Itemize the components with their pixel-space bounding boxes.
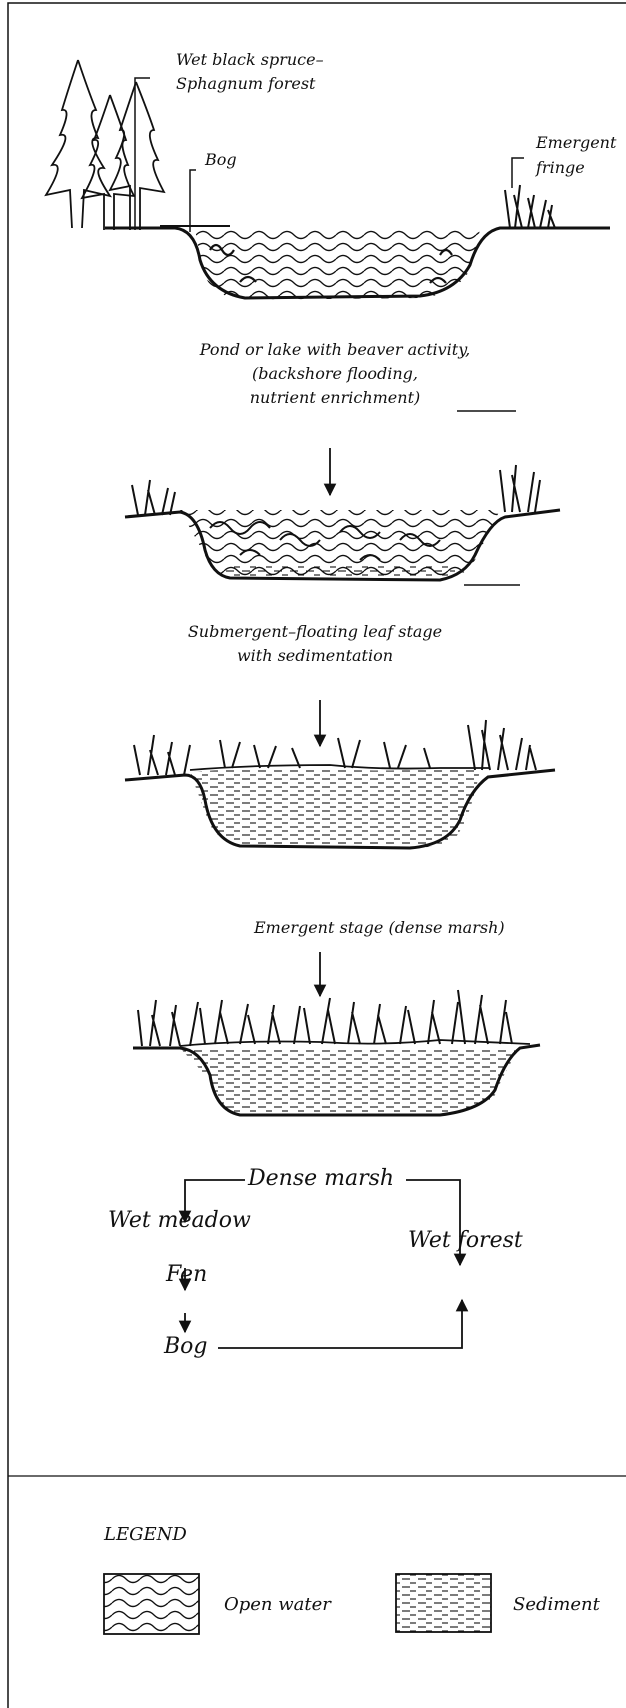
legend-title: LEGEND xyxy=(104,1524,187,1545)
emergent-fringe xyxy=(505,185,555,228)
flow-fen: Fen xyxy=(166,1262,207,1287)
stage3-basin xyxy=(125,720,555,848)
flow-connectors xyxy=(185,1180,462,1348)
flow-bog: Bog xyxy=(164,1334,208,1359)
spruce-trees xyxy=(46,60,164,230)
stage1-caption: Pond or lake with beaver activity, (back… xyxy=(150,338,520,410)
flow-dense-marsh: Dense marsh xyxy=(248,1166,394,1191)
stage1-basin xyxy=(105,226,610,300)
fringe-label: Emergent fringe xyxy=(536,130,616,180)
stage3-caption: Emergent stage (dense marsh) xyxy=(254,918,505,937)
legend-open-water-label: Open water xyxy=(224,1594,331,1615)
legend-sediment-swatch xyxy=(396,1574,491,1632)
forest-label: Wet black spruce– Sphagnum forest xyxy=(176,48,324,96)
stage2-caption: Submergent–floating leaf stage with sedi… xyxy=(150,620,480,668)
legend-sediment-label: Sediment xyxy=(513,1594,600,1615)
stage4-basin xyxy=(133,990,540,1115)
legend-water-swatch xyxy=(104,1574,199,1634)
fringe-leader xyxy=(512,158,524,188)
stage2-basin xyxy=(125,465,560,580)
bog-leader xyxy=(190,170,196,232)
bog-label: Bog xyxy=(205,150,237,169)
flow-wet-meadow: Wet meadow xyxy=(108,1208,251,1233)
flow-wet-forest: Wet forest xyxy=(408,1228,523,1253)
